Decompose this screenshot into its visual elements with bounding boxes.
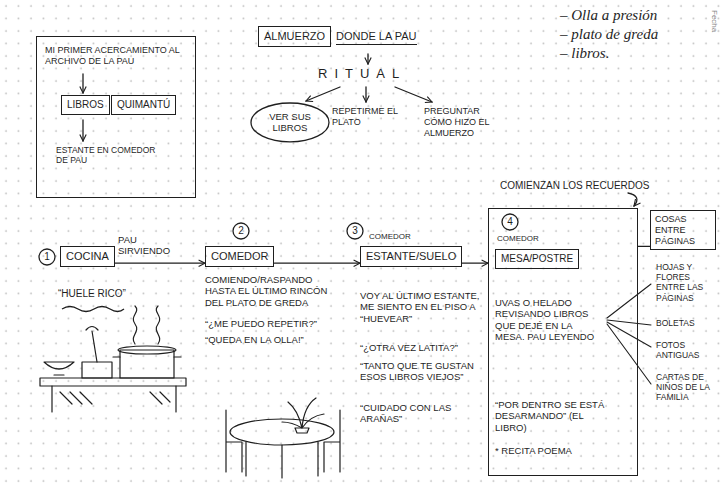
pointer-arrow — [82, 74, 83, 93]
archive-panel: MI PRIMER ACERCAMIENTO AL ARCHIVO DE LA … — [36, 36, 196, 198]
leader-line — [607, 284, 651, 318]
node-text: VER SUS LIBROS — [264, 111, 316, 134]
object-list-item: – plato de greda — [560, 25, 658, 43]
node-text: COCINA — [66, 250, 109, 263]
node-text: MESA/POSTRE — [501, 253, 573, 265]
place-box: COCINA — [60, 246, 115, 267]
quote: “CUIDADO CON LAS ARAÑAS” — [360, 402, 482, 425]
step-number: 4 — [501, 213, 519, 231]
crossed-out-scribble — [62, 307, 124, 312]
node-text: 3 — [352, 226, 358, 236]
flow-connector — [115, 263, 205, 264]
table-legs — [246, 442, 318, 478]
leader-line — [607, 322, 651, 347]
scene-note: VOY AL ÚLTIMO ESTANTE, ME SIENTO EN EL P… — [360, 290, 482, 324]
topic-box: LIBROS — [61, 95, 110, 115]
node-text: 2 — [238, 226, 244, 236]
pot-lid — [118, 346, 176, 354]
quote: “HUELE RICO” — [58, 288, 126, 300]
dining-sketch — [226, 398, 340, 478]
place-note: DONDE LA PAU — [336, 30, 417, 45]
flow-connector — [274, 263, 360, 264]
scene-note: PAU SIRVIENDO — [118, 234, 190, 257]
panel-text: UVAS O HELADO REVISANDO LIBROS QUE DEJÉ … — [495, 297, 603, 343]
plant-pot — [295, 428, 309, 433]
steam — [133, 306, 136, 344]
number-circle — [233, 223, 249, 239]
panel-text: * RECITA POEMA — [495, 445, 605, 456]
scene-note: COMIENDO/RASPANDO HASTA EL ÚLTIMO RINCÓN… — [205, 274, 337, 308]
ritual-ellipse: VER SUS LIBROS — [250, 102, 330, 143]
quote: “¿ME PUEDO REPETIR?” — [205, 318, 317, 329]
ritual-item: PREGUNTAR CÓMO HIZO EL ALMUERZO — [424, 106, 498, 138]
pot-handles — [113, 356, 181, 357]
object-list-item: – libros. — [560, 44, 609, 62]
number-circle — [39, 249, 55, 265]
place-box: COMEDORESTANTE/SUELO — [360, 246, 462, 267]
leader-lines — [607, 284, 651, 384]
page-item: BOLETAS — [656, 318, 716, 328]
node-text: COSAS ENTRE PÁGINAS — [655, 214, 711, 246]
node-text: 1 — [44, 252, 50, 262]
meal-box: ALMUERZO — [258, 26, 331, 47]
topic-box: QUIMANTÚ — [111, 95, 176, 115]
node-text: QUIMANTÚ — [117, 99, 170, 111]
pointer-arrow — [365, 87, 366, 102]
section-note: COMIENZAN LOS RECUERDOS — [500, 180, 649, 192]
table-top — [230, 419, 334, 445]
panel-text: COMEDOR — [369, 232, 411, 242]
location-note: ESTANTE EN COMEDOR DE PAU — [56, 145, 156, 165]
object-list-item: – Olla a presión — [560, 6, 657, 24]
pointer-arrow — [367, 54, 368, 64]
ellipse-outline — [251, 103, 329, 142]
number-circle — [347, 223, 363, 239]
clay-bowl — [44, 362, 74, 375]
place-box: MESA/POSTRE — [495, 249, 579, 269]
page-item: FOTOS ANTIGUAS — [656, 340, 716, 360]
node-text: LIBROS — [67, 99, 104, 111]
counter-top — [40, 378, 186, 386]
panel-text: “POR DENTRO SE ESTÁ DESARMANDO” (EL LIBR… — [495, 399, 609, 433]
cabinet — [52, 386, 176, 412]
node-text: COMEDOR — [211, 250, 268, 263]
chair — [226, 410, 242, 472]
ritual-item: REPETIRME EL PLATO — [332, 106, 404, 128]
steam — [156, 306, 159, 344]
pointer-arrow — [82, 120, 83, 141]
flow-connector — [462, 263, 488, 264]
step-number: 3 — [346, 222, 364, 240]
memory-panel: COMEDOR UVAS O HELADO REVISANDO LIBROS QU… — [488, 208, 638, 476]
panel-text: MI PRIMER ACERCAMIENTO AL ARCHIVO DE LA … — [45, 45, 189, 67]
category-box: COSAS ENTRE PÁGINAS — [650, 210, 716, 250]
number-circle — [502, 214, 518, 230]
small-pot — [82, 362, 112, 378]
node-text: ALMUERZO — [264, 30, 325, 43]
panel-text: COMEDOR — [497, 234, 539, 244]
plant — [282, 398, 324, 428]
leader-line — [607, 324, 651, 384]
leader-line — [607, 320, 651, 325]
quote: “TANTO QUE TE GUSTAN ESOS LIBROS VIEJOS” — [360, 360, 482, 383]
pointer-arrow — [306, 87, 340, 101]
chair — [324, 410, 340, 472]
ritual-heading: RITUAL — [318, 66, 406, 82]
pointer-arrow — [395, 87, 432, 102]
step-number: 1 — [38, 248, 56, 266]
page-field: Fecha — [709, 10, 719, 32]
place-box: COMEDOR — [205, 246, 274, 267]
flow-connector — [638, 246, 650, 247]
page-item: CARTAS DE NIÑOS DE LA FAMILIA — [656, 372, 716, 403]
page-item: HOJAS Y FLORES ENTRE LAS PÁGINAS — [656, 262, 716, 303]
quote: “QUEDA EN LA OLLA!” — [205, 334, 304, 345]
quote: “¿OTRA VEZ LATITA?” — [360, 342, 482, 353]
node-text: 4 — [507, 217, 513, 227]
step-number: 2 — [232, 222, 250, 240]
ladle — [86, 327, 98, 363]
pointer-arrow — [628, 193, 637, 206]
node-text: ESTANTE/SUELO — [366, 250, 456, 263]
kitchen-sketch — [40, 306, 186, 412]
